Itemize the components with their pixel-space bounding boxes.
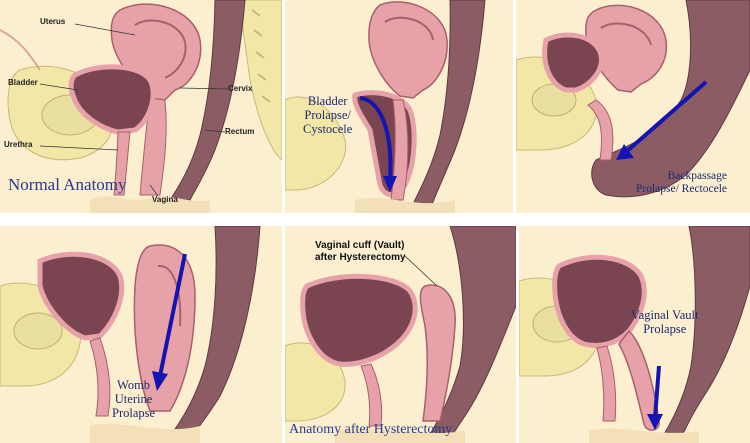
caption-line-3: Cystocele — [303, 122, 353, 136]
caption-vault: Vaginal cuff (Vault) after Hysterectomy — [315, 240, 406, 264]
caption-bladder-prolapse: Bladder Prolapse/ Cystocele — [303, 94, 352, 136]
after-hysterectomy-illustration — [285, 226, 516, 443]
caption-line-2: Prolapse/ — [304, 108, 351, 122]
caption-line-1: Bladder — [307, 94, 348, 108]
vault-prolapse-illustration — [519, 226, 750, 443]
caption-line-1: Womb — [117, 378, 151, 392]
caption-line-1: Vaginal cuff (Vault) — [315, 240, 405, 251]
label-urethra: Urethra — [4, 140, 33, 149]
caption-line-2: Prolapse — [643, 322, 687, 336]
panel-uterine-prolapse: Womb Uterine Prolapse — [0, 226, 282, 443]
normal-anatomy-illustration — [0, 0, 282, 213]
bladder-prolapse-illustration — [285, 0, 486, 213]
panel-after-hysterectomy: Vaginal cuff (Vault) after Hysterectomy … — [285, 226, 516, 443]
caption-vault-prolapse: Vaginal Vault Prolapse — [631, 308, 698, 336]
label-vagina: Vagina — [152, 195, 178, 204]
label-uterus: Uterus — [40, 17, 66, 26]
caption-uterine-prolapse: Womb Uterine Prolapse — [112, 378, 155, 420]
panel-vault-prolapse: Vaginal Vault Prolapse — [519, 226, 750, 443]
panel-normal-anatomy: Uterus Bladder Cervix Urethra Rectum Nor… — [0, 0, 282, 213]
caption-line-1: Backpassage — [667, 170, 728, 182]
rectocele-illustration — [516, 0, 750, 198]
panel-rectocele: Backpassage Prolapse/ Rectocele — [516, 0, 750, 213]
panel-bladder-prolapse: Bladder Prolapse/ Cystocele — [285, 0, 513, 213]
label-rectum: Rectum — [225, 127, 255, 136]
label-cervix: Cervix — [228, 84, 253, 93]
caption-line-2: Prolapse/ Rectocele — [636, 183, 728, 195]
caption-line-2: Uterine — [114, 392, 153, 406]
caption-line-2: after Hysterectomy — [315, 252, 406, 263]
title-normal-anatomy: Normal Anatomy — [8, 175, 127, 194]
caption-rectocele: Backpassage Prolapse/ Rectocele — [636, 170, 727, 196]
caption-line-1: Vaginal Vault — [631, 308, 699, 322]
label-bladder: Bladder — [8, 78, 38, 87]
title-after-hysterectomy: Anatomy after Hysterectomy — [289, 422, 453, 437]
uterine-prolapse-illustration — [0, 226, 261, 443]
caption-line-3: Prolapse — [112, 406, 156, 420]
